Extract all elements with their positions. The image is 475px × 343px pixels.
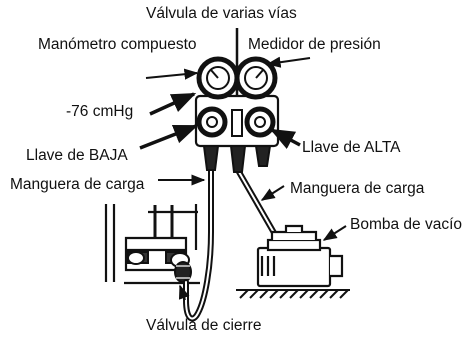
- low-valve-label: Llave de BAJA: [26, 147, 128, 164]
- ground: [236, 289, 350, 299]
- leader-lines: [139, 56, 347, 301]
- left-charge-hose-label: Manguera de carga: [10, 176, 145, 193]
- right-charge-hose-label: Manguera de carga: [290, 180, 425, 197]
- multi-valve-label: Válvula de varias vías: [146, 5, 297, 22]
- compound-gauge-label: Manómetro compuesto: [38, 36, 197, 53]
- compound-gauge: [196, 56, 240, 100]
- vacuum-reading-label: -76 cmHg: [66, 103, 134, 120]
- high-valve-label: Llave de ALTA: [302, 139, 401, 156]
- pressure-gauge: [234, 56, 278, 100]
- shutoff-valve-symbol: [174, 261, 192, 283]
- vacuum-pump-label: Bomba de vacío: [350, 216, 463, 233]
- vacuum-pump: [256, 224, 344, 288]
- high-side-knob: [244, 106, 276, 138]
- left-charge-hose: [183, 167, 214, 322]
- hose-fittings: [202, 145, 272, 173]
- shutoff-valve-label: Válvula de cierre: [146, 317, 262, 334]
- low-side-knob: [196, 106, 228, 138]
- service-valves: [127, 251, 190, 268]
- pressure-gauge-label: Medidor de presión: [248, 36, 381, 53]
